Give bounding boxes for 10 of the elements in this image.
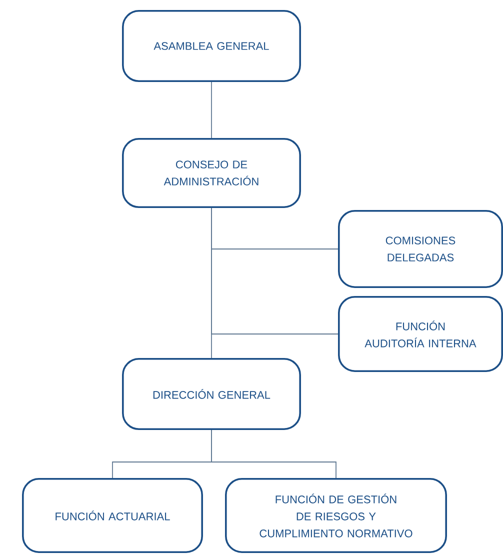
org-box: FUNCIÓN ACTUARIAL bbox=[22, 478, 203, 553]
org-box: FUNCIÓN AUDITORÍA INTERNA bbox=[338, 296, 503, 372]
org-box: FUNCIÓN DE GESTIÓN DE RIESGOS Y CUMPLIMIENTO NORMATIVO bbox=[225, 478, 447, 553]
org-box: DIRECCIÓN GENERAL bbox=[122, 358, 301, 430]
connector-line bbox=[211, 430, 336, 478]
connector-line bbox=[211, 82, 212, 138]
org-box: CONSEJO DE ADMINISTRACIÓN bbox=[122, 138, 301, 208]
org-box: COMISIONES DELEGADAS bbox=[338, 210, 503, 288]
org-box: ASAMBLEA GENERAL bbox=[122, 10, 301, 82]
connector-line bbox=[211, 208, 338, 334]
